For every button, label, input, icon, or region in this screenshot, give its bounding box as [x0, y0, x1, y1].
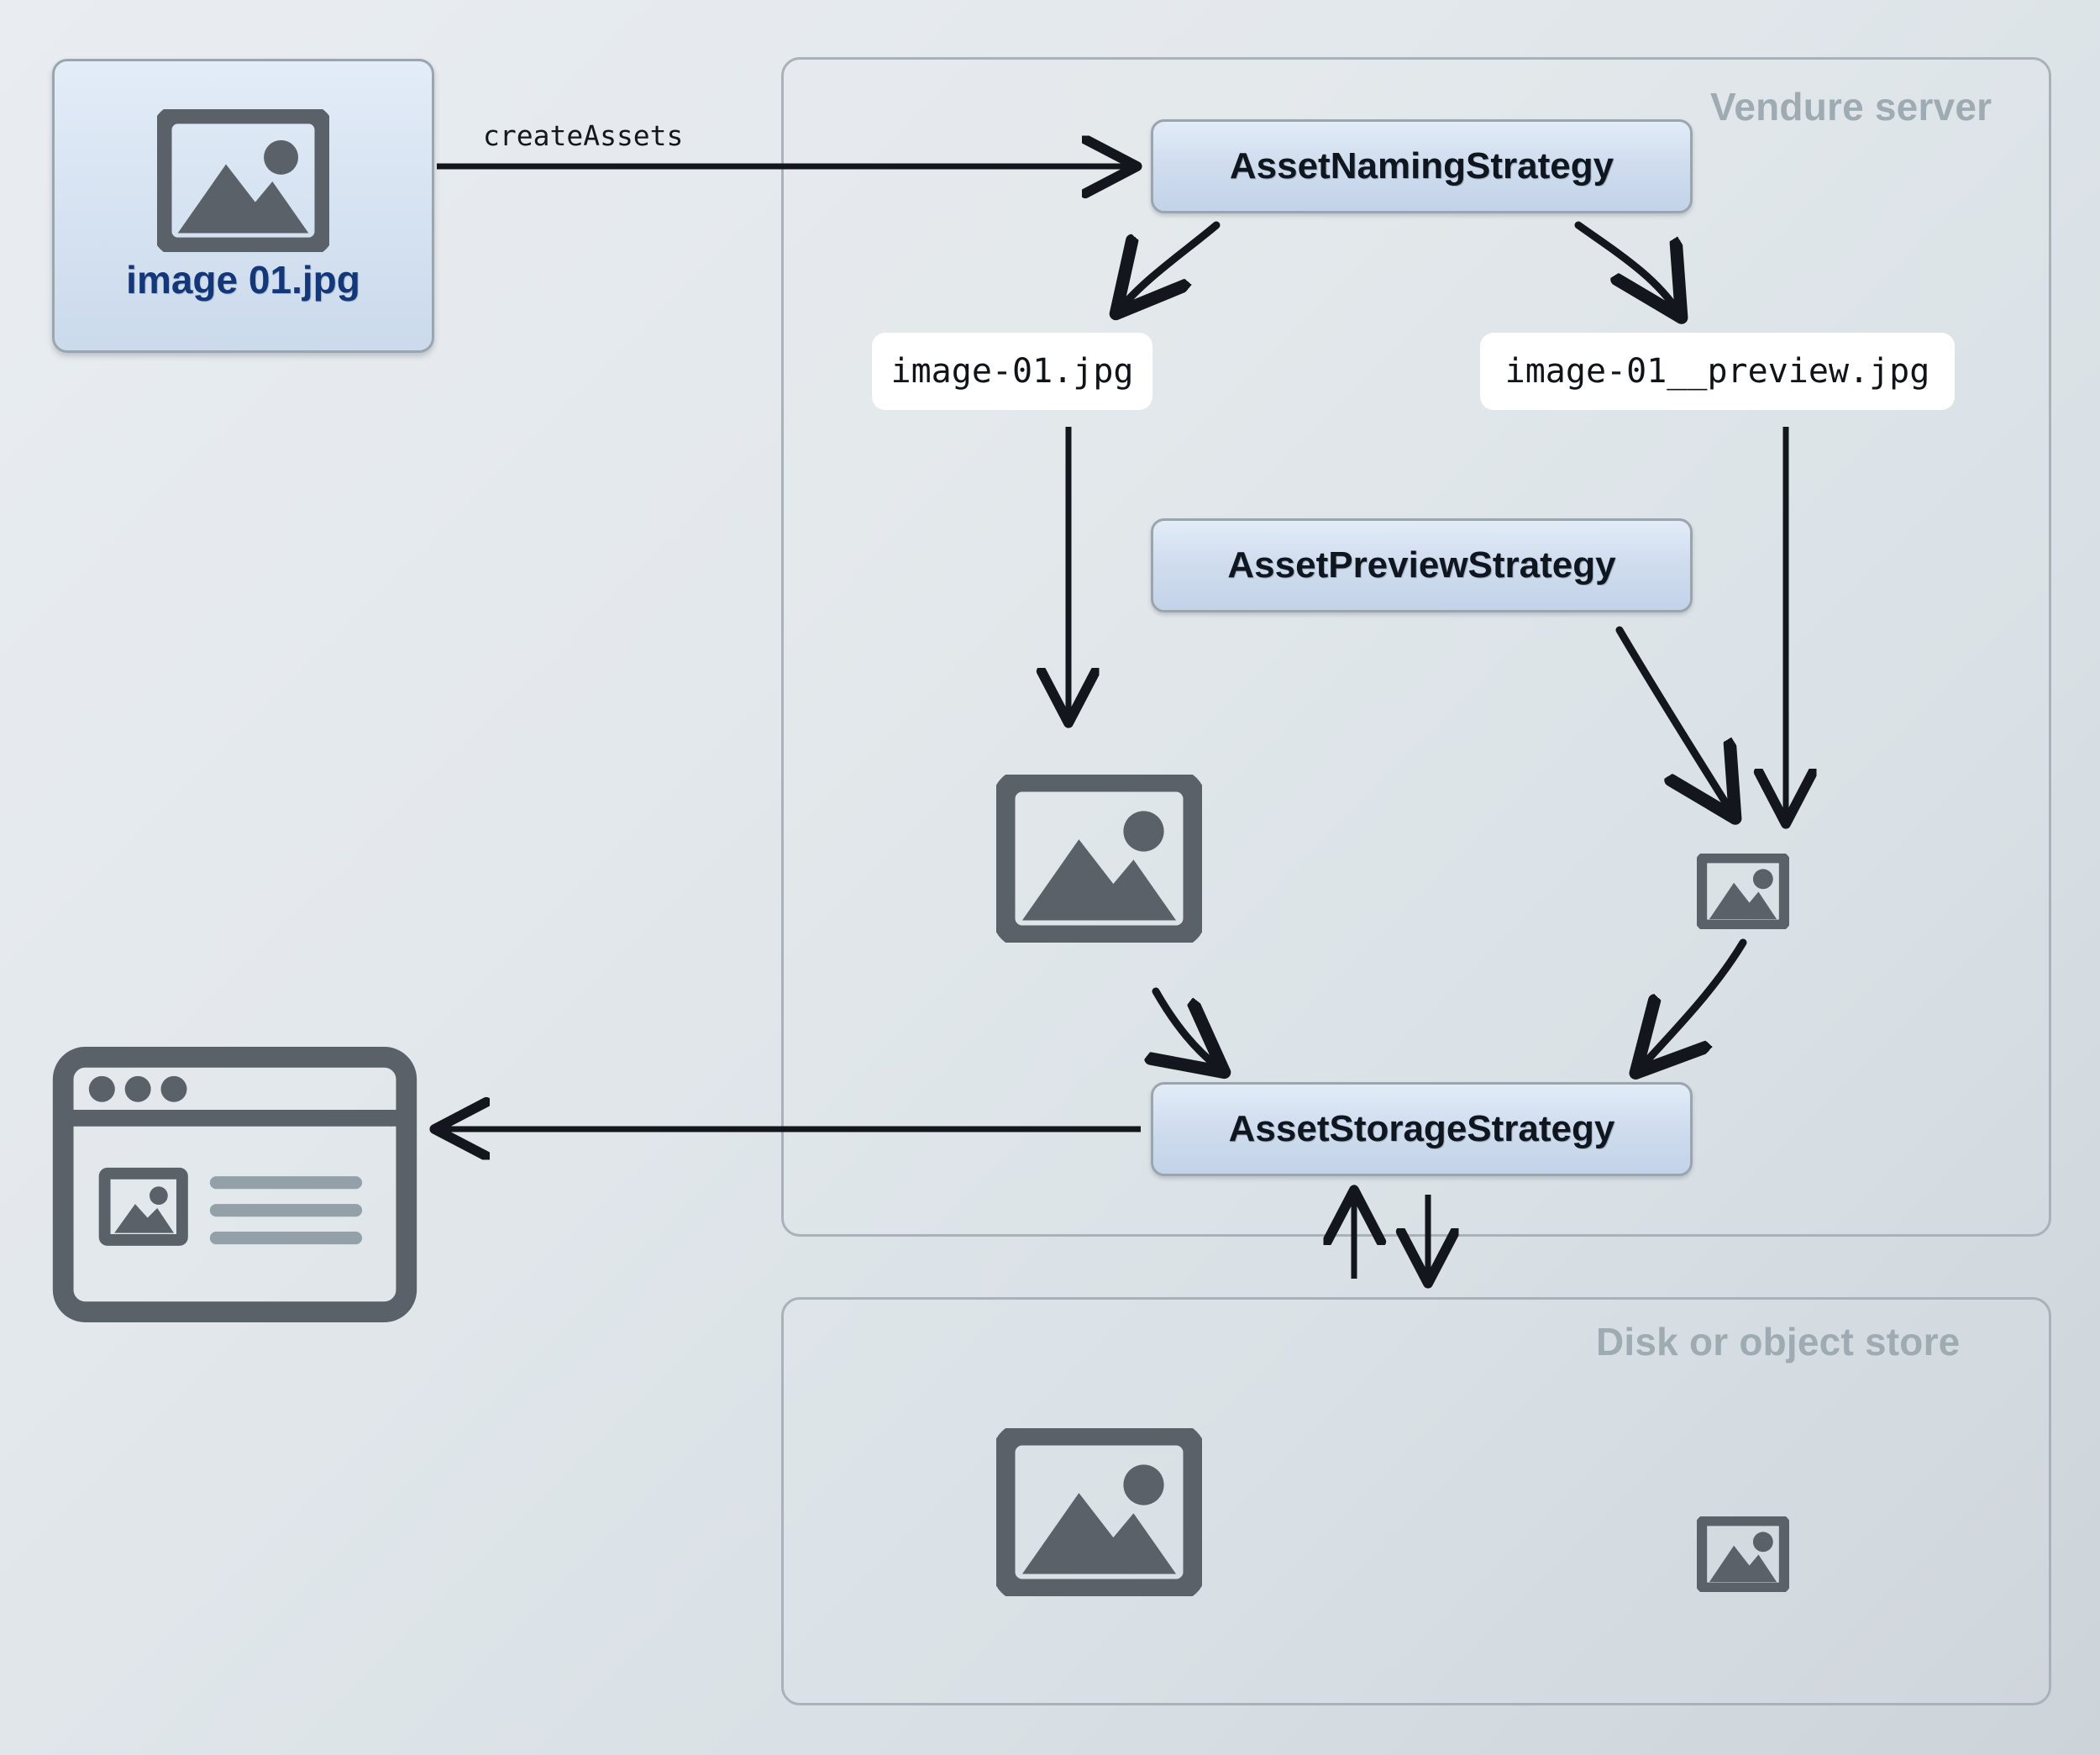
- asset-storage-strategy-box[interactable]: AssetStorageStrategy: [1151, 1082, 1693, 1176]
- group-disk-or-object-store: [781, 1297, 2051, 1705]
- filename-preview-label: image-01__preview.jpg: [1504, 352, 1930, 391]
- filename-original-chip: image-01.jpg: [872, 333, 1152, 410]
- asset-naming-strategy-box[interactable]: AssetNamingStrategy: [1151, 119, 1693, 213]
- create-assets-edge-label: createAssets: [483, 119, 684, 152]
- group-disk-or-object-store-label: Disk or object store: [1596, 1320, 1961, 1364]
- preview-image-thumbnail-icon: [1695, 851, 1791, 932]
- group-vendure-server-label: Vendure server: [1710, 85, 1992, 129]
- browser-window-icon[interactable]: [52, 1046, 417, 1323]
- stored-preview-image-thumbnail-icon: [1695, 1514, 1791, 1595]
- source-asset-label: image 01.jpg: [126, 258, 360, 302]
- asset-storage-strategy-label: AssetStorageStrategy: [1228, 1108, 1615, 1149]
- asset-naming-strategy-label: AssetNamingStrategy: [1229, 145, 1614, 187]
- stored-full-image-icon: [992, 1422, 1206, 1602]
- filename-original-label: image-01.jpg: [890, 352, 1134, 391]
- full-image-icon: [992, 769, 1206, 948]
- asset-preview-strategy-box[interactable]: AssetPreviewStrategy: [1151, 518, 1693, 612]
- filename-preview-chip: image-01__preview.jpg: [1480, 333, 1955, 410]
- source-asset-card[interactable]: image 01.jpg: [52, 59, 434, 353]
- image-icon: [152, 104, 334, 257]
- asset-preview-strategy-label: AssetPreviewStrategy: [1227, 544, 1616, 586]
- group-vendure-server: [781, 57, 2051, 1237]
